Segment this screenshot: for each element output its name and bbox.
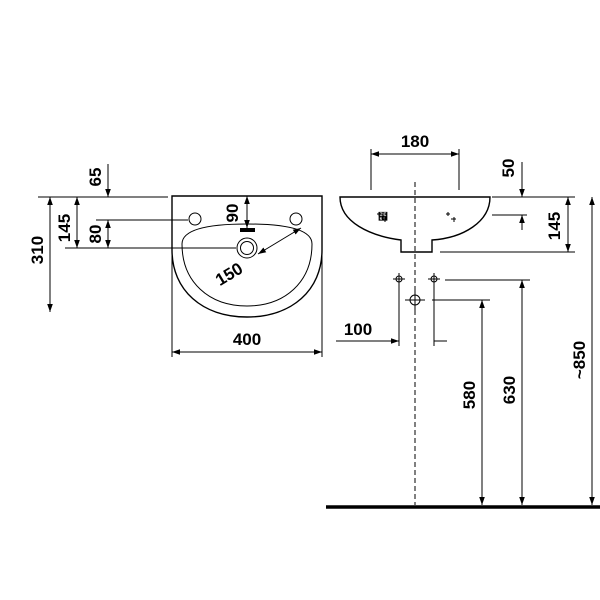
side-view: ⹦ [339, 182, 491, 505]
dim-100: 100 [344, 320, 372, 339]
drain-inner [240, 241, 254, 255]
dim-145-right: 145 [545, 212, 564, 240]
inner-bowl [181, 223, 313, 307]
tap-icon-right [446, 212, 456, 222]
tap-hole-left [188, 212, 202, 226]
dim-50: 50 [499, 159, 518, 178]
left-dimensions [38, 164, 236, 312]
dim-630: 630 [500, 376, 519, 404]
overflow-slot [240, 228, 255, 232]
drain-outer [236, 237, 258, 259]
dim-65: 65 [86, 168, 105, 187]
tap-icon-left [377, 212, 387, 222]
dim-80: 80 [86, 225, 105, 244]
dim-145-left: 145 [55, 214, 74, 242]
dim-180: 180 [401, 132, 429, 151]
dim-310: 310 [28, 236, 47, 264]
top-view [171, 195, 323, 318]
dim-850: ~850 [570, 341, 589, 379]
dim-400: 400 [233, 330, 261, 349]
tap-symbol-left: ⹦ [378, 211, 388, 223]
dim-580: 580 [460, 381, 479, 409]
tap-hole-right [289, 212, 303, 226]
dim-150-line [257, 227, 302, 255]
fixing-points [393, 273, 440, 310]
dim-90: 90 [223, 204, 242, 223]
